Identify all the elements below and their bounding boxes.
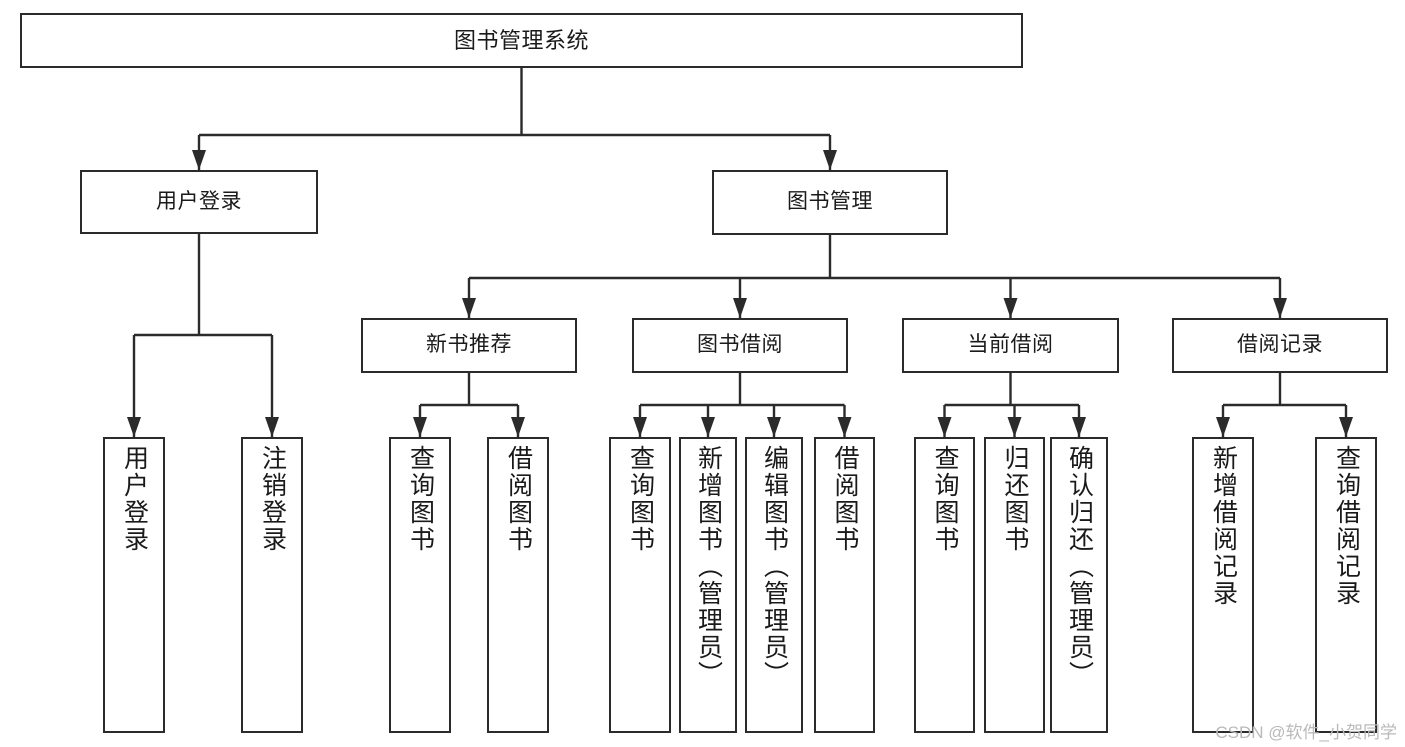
node-new-rec[interactable]: 新书推荐 <box>361 318 577 373</box>
node-leaf-8[interactable]: 借阅图书 <box>814 437 875 733</box>
arrowhead-icon <box>767 417 781 437</box>
arrowhead-icon <box>823 150 837 170</box>
arrowhead-icon <box>1216 417 1230 437</box>
node-label: 新增借阅记录 <box>1209 445 1238 607</box>
node-leaf-1[interactable]: 用户登录 <box>103 437 165 733</box>
node-label: 查询借阅记录 <box>1332 445 1361 607</box>
node-label: 用户登录 <box>156 189 242 213</box>
node-leaf-13[interactable]: 查询借阅记录 <box>1315 437 1377 733</box>
node-label: 用户登录 <box>120 445 149 553</box>
node-leaf-7[interactable]: 编辑图书（管理员） <box>745 437 803 733</box>
node-leaf-11[interactable]: 确认归还（管理员） <box>1050 437 1108 733</box>
node-leaf-6[interactable]: 新增图书（管理员） <box>679 437 737 733</box>
arrowhead-icon <box>127 417 141 437</box>
node-label: 借阅记录 <box>1237 333 1323 357</box>
node-leaf-9[interactable]: 查询图书 <box>914 437 975 733</box>
node-label: 编辑图书（管理员） <box>760 445 789 688</box>
node-book-mgmt[interactable]: 图书管理 <box>712 170 948 235</box>
arrowhead-icon <box>937 417 952 437</box>
node-label: 图书管理 <box>787 190 873 214</box>
node-label: 确认归还（管理员） <box>1065 445 1094 688</box>
node-root[interactable]: 图书管理系统 <box>20 13 1023 68</box>
arrowhead-icon <box>837 417 852 437</box>
node-leaf-10[interactable]: 归还图书 <box>984 437 1045 733</box>
watermark: CSDN @软件_小贺同学 <box>1215 723 1397 742</box>
node-label: 新书推荐 <box>426 333 512 357</box>
arrowhead-icon <box>192 150 206 170</box>
node-label: 查询图书 <box>626 445 655 553</box>
node-label: 查询图书 <box>406 445 435 553</box>
arrowhead-icon <box>413 417 427 437</box>
node-leaf-2[interactable]: 注销登录 <box>241 437 303 733</box>
node-current[interactable]: 当前借阅 <box>902 318 1119 373</box>
node-leaf-12[interactable]: 新增借阅记录 <box>1192 437 1254 733</box>
arrowhead-icon <box>462 298 476 318</box>
node-user-login[interactable]: 用户登录 <box>80 170 318 234</box>
arrowhead-icon <box>1273 298 1287 318</box>
node-label: 归还图书 <box>1001 445 1029 553</box>
node-leaf-5[interactable]: 查询图书 <box>609 437 671 733</box>
arrowhead-icon <box>511 417 525 437</box>
node-label: 图书借阅 <box>697 333 783 357</box>
node-label: 查询图书 <box>931 445 959 553</box>
node-label: 借阅图书 <box>831 445 859 553</box>
node-label: 新增图书（管理员） <box>694 445 723 688</box>
node-records[interactable]: 借阅记录 <box>1172 318 1388 373</box>
arrowhead-icon <box>265 417 279 437</box>
node-label: 图书管理系统 <box>453 27 589 53</box>
node-label: 当前借阅 <box>967 333 1054 357</box>
node-leaf-3[interactable]: 查询图书 <box>389 437 451 733</box>
node-label: 注销登录 <box>258 445 287 553</box>
arrowhead-icon <box>1072 417 1086 437</box>
arrowhead-icon <box>1007 417 1022 437</box>
arrowhead-icon <box>1003 298 1018 318</box>
arrowhead-icon <box>1339 417 1353 437</box>
arrowhead-icon <box>701 417 715 437</box>
arrowhead-icon <box>733 298 747 318</box>
node-borrow[interactable]: 图书借阅 <box>632 318 848 373</box>
node-leaf-4[interactable]: 借阅图书 <box>487 437 549 733</box>
node-label: 借阅图书 <box>504 445 533 553</box>
arrowhead-icon <box>633 417 647 437</box>
